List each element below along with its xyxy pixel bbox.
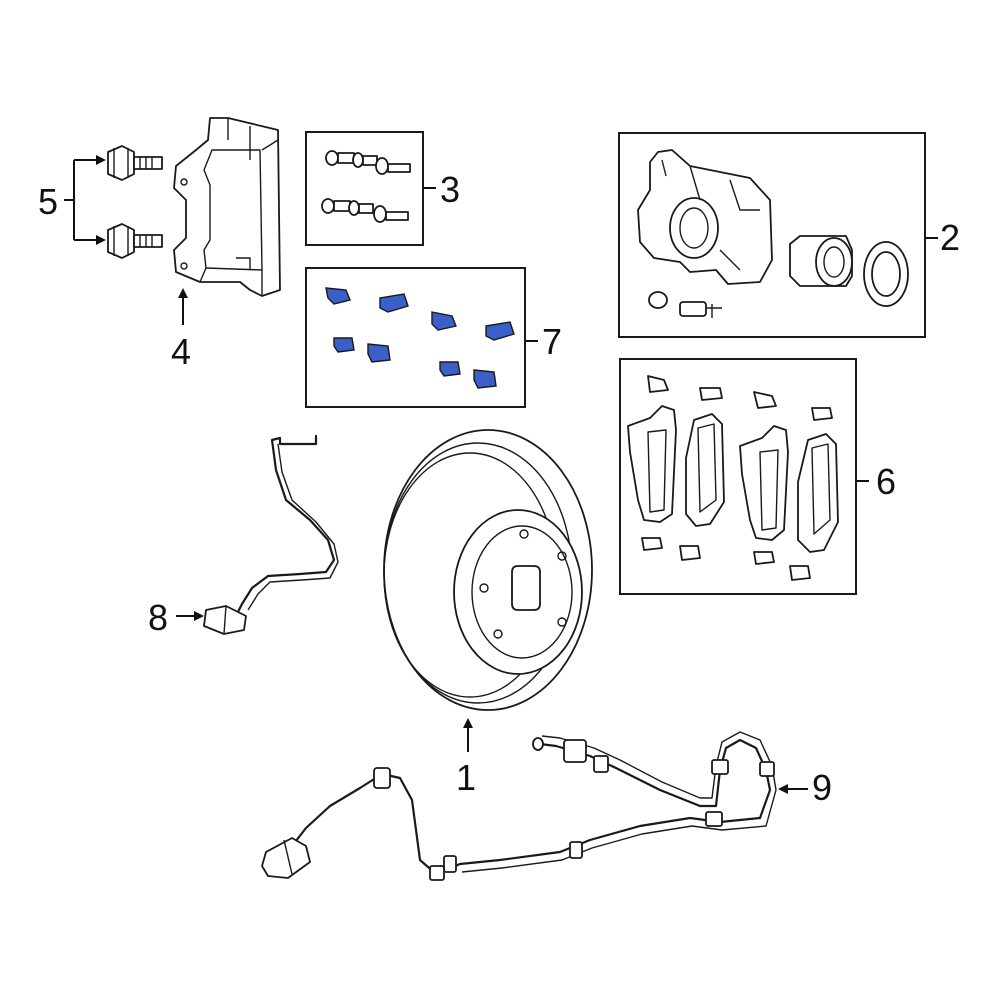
part-1-rotor[interactable] — [383, 429, 593, 711]
clip-7-5 — [333, 337, 355, 353]
leader-9 — [778, 784, 808, 794]
callout-7: 7 — [542, 321, 563, 362]
pad-6-3 — [739, 425, 789, 541]
part-6-pads[interactable] — [627, 375, 839, 581]
callout-3: 3 — [440, 169, 461, 210]
part-4-caliper-bracket[interactable] — [173, 117, 281, 297]
callout-8: 8 — [148, 597, 169, 638]
part-3-guide-pins[interactable] — [321, 150, 411, 223]
callout-4: 4 — [171, 331, 192, 372]
clip-7-1 — [325, 287, 351, 305]
callout-1: 1 — [456, 757, 477, 798]
part-8-wear-sensor[interactable] — [203, 434, 339, 635]
callout-2: 2 — [940, 217, 961, 258]
part-2-bleeder[interactable] — [648, 291, 722, 318]
bolt-lower — [107, 223, 163, 259]
part-7-clips[interactable] — [325, 287, 515, 389]
leader-8 — [176, 611, 204, 621]
callout-9: 9 — [812, 767, 833, 808]
clip-7-6 — [367, 343, 391, 363]
pad-6-4 — [797, 433, 839, 553]
pad-6-2 — [685, 413, 725, 527]
callout-5: 5 — [38, 181, 59, 222]
box-3 — [305, 131, 424, 246]
part-9-abs-sensor[interactable] — [261, 731, 777, 881]
part-2-caliper[interactable] — [637, 149, 773, 285]
clip-7-8 — [473, 369, 497, 389]
box-6 — [619, 358, 857, 595]
callout-6: 6 — [876, 461, 897, 502]
clip-7-4 — [485, 321, 515, 341]
clip-7-7 — [439, 361, 461, 377]
clip-7-2 — [379, 293, 409, 313]
leader-4 — [178, 288, 188, 325]
part-2-seal[interactable] — [863, 241, 909, 307]
leader-5 — [64, 155, 106, 245]
leader-1 — [463, 718, 473, 752]
bolt-upper — [107, 145, 163, 181]
part-2-piston[interactable] — [789, 235, 853, 287]
part-5-bolts[interactable] — [107, 145, 163, 259]
pad-6-clips — [641, 375, 833, 581]
pad-6-1 — [627, 405, 677, 523]
clip-7-3 — [431, 311, 457, 331]
box-2 — [618, 132, 926, 338]
box-7 — [305, 267, 526, 408]
